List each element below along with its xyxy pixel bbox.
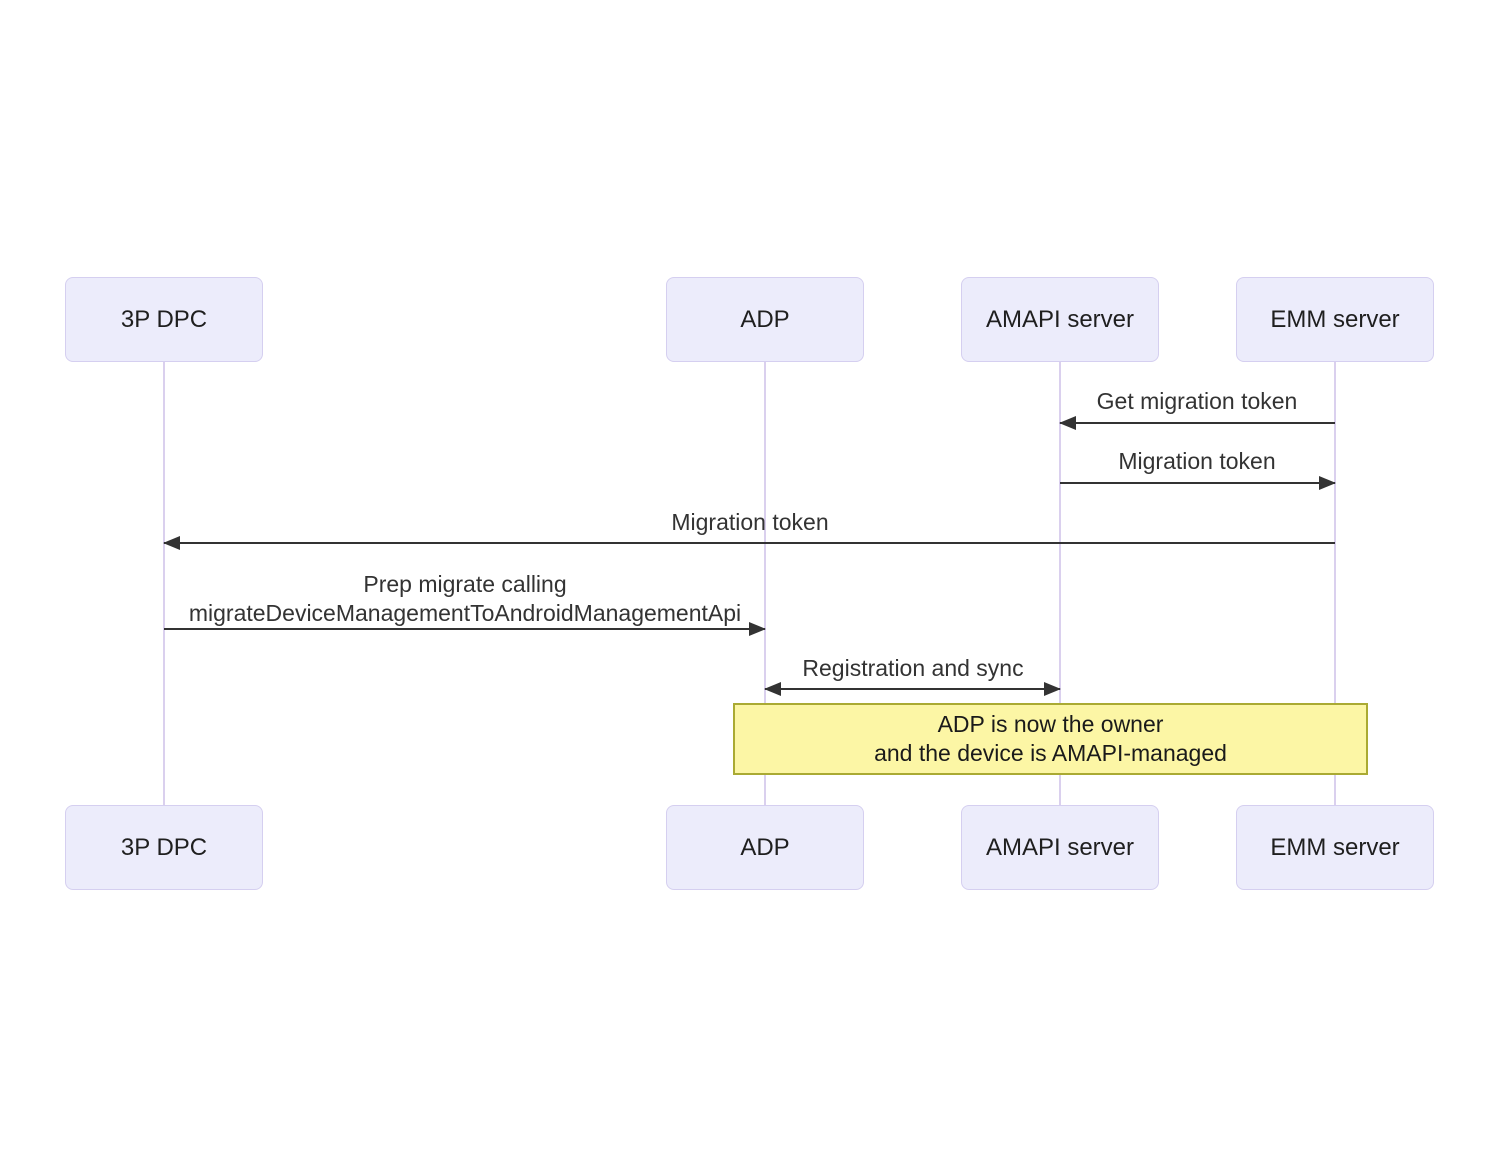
message-arrow-migration-token-forward — [163, 536, 1335, 550]
lifeline-emm-server — [1334, 362, 1336, 805]
message-label-migration-token-forward: Migration token — [671, 509, 829, 535]
message-arrow-prep-migrate — [164, 622, 766, 636]
message-label-prep-migrate: Prep migrate calling migrateDeviceManage… — [189, 570, 741, 628]
actor-top-adp: ADP — [666, 277, 864, 362]
actor-top-emm-server: EMM server — [1236, 277, 1434, 362]
arrowhead-right-icon — [749, 622, 766, 636]
arrowhead-left-icon — [764, 682, 781, 696]
arrowhead-left-icon — [163, 536, 180, 550]
arrowhead-right-icon — [1044, 682, 1061, 696]
actor-bottom-emm-server: EMM server — [1236, 805, 1434, 890]
lifeline-3p-dpc — [163, 362, 165, 805]
arrowhead-left-icon — [1059, 416, 1076, 430]
actor-bottom-amapi-server: AMAPI server — [961, 805, 1159, 890]
message-label-migration-token-response: Migration token — [1118, 448, 1276, 474]
actor-bottom-3p-dpc: 3P DPC — [65, 805, 263, 890]
note-adp-owner: ADP is now the owner and the device is A… — [733, 703, 1368, 775]
message-label-registration-and-sync: Registration and sync — [802, 655, 1024, 681]
message-arrow-migration-token-response — [1060, 476, 1336, 490]
message-label-prep-migrate-line2: migrateDeviceManagementToAndroidManageme… — [188, 600, 742, 626]
message-arrow-registration-and-sync — [764, 682, 1061, 696]
message-arrow-get-migration-token — [1059, 416, 1335, 430]
note-line2: and the device is AMAPI-managed — [874, 740, 1227, 766]
note-line1: ADP is now the owner — [937, 711, 1164, 737]
lifeline-amapi-server — [1059, 362, 1061, 805]
message-label-get-migration-token: Get migration token — [1096, 388, 1298, 414]
lifeline-adp — [764, 362, 766, 805]
message-label-prep-migrate-line1: Prep migrate calling — [363, 571, 567, 597]
actor-top-amapi-server: AMAPI server — [961, 277, 1159, 362]
actor-top-3p-dpc: 3P DPC — [65, 277, 263, 362]
arrowhead-right-icon — [1319, 476, 1336, 490]
actor-bottom-adp: ADP — [666, 805, 864, 890]
